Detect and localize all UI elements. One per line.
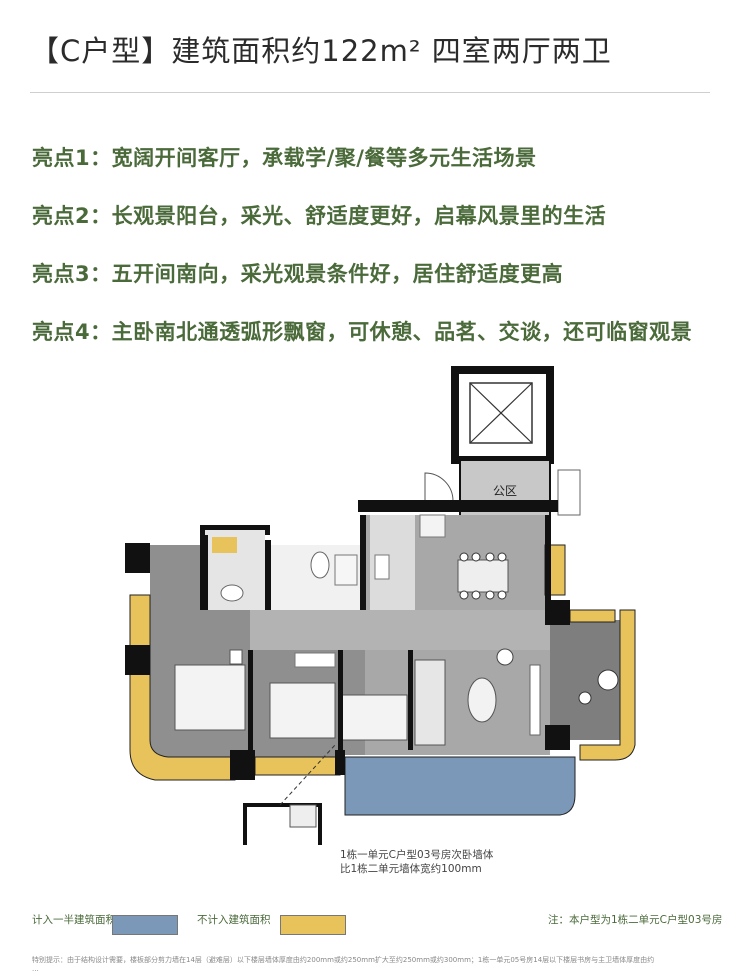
highlight-1: 亮点1：宽阔开间客厅，承载学/聚/餐等多元生活场景 <box>32 146 537 170</box>
footnote-line-2: ... <box>32 965 39 973</box>
bedroom-1 <box>174 649 246 731</box>
legend-half-area-label: 计入一半建筑面积 <box>32 914 116 926</box>
public-area-label: 公区 <box>493 484 517 498</box>
floor-plan: 公区 <box>125 366 636 845</box>
bedroom-3 <box>294 652 408 741</box>
highlight-4: 亮点4：主卧南北通透弧形飘窗，可休憩、品茗、交谈，还可临窗观景 <box>32 320 693 344</box>
wall-note-line-1: 1栋一单元C户型03号房次卧墙体 <box>340 849 494 861</box>
elevator-shaft <box>451 366 554 464</box>
highlight-2: 亮点2：长观景阳台，采光、舒适度更好，启幕风景里的生活 <box>32 204 607 228</box>
footnote-line-1: 特别提示：由于结构设计需要，楼板部分剪力墙在14层（避难层）以下楼层墙体厚度由约… <box>32 956 655 964</box>
living-sofa <box>414 648 541 746</box>
legend-excluded-label: 不计入建筑面积 <box>197 914 271 926</box>
lower-storage <box>243 744 336 845</box>
dining-table <box>457 552 509 600</box>
title-divider <box>30 92 710 93</box>
balcony-half-area <box>344 756 576 816</box>
structural-walls <box>125 515 570 780</box>
excluded-area-zones <box>129 544 636 781</box>
legend-excluded-swatch <box>280 915 346 935</box>
legend-half-area-swatch <box>112 915 178 935</box>
legend-note: 注：本户型为1栋二单元C户型03号房 <box>548 914 723 926</box>
wall-note: 1栋一单元C户型03号房次卧墙体 比1栋二单元墙体宽约100mm <box>340 848 493 876</box>
bedroom-2 <box>269 682 336 739</box>
wall-note-line-2: 比1栋二单元墙体宽约100mm <box>340 863 482 875</box>
east-room <box>550 620 620 740</box>
page-title: 【C户型】建筑面积约122m² 四室两厅两卫 <box>30 34 612 68</box>
highlight-3: 亮点3：五开间南向，采光观景条件好，居住舒适度更高 <box>32 262 564 286</box>
